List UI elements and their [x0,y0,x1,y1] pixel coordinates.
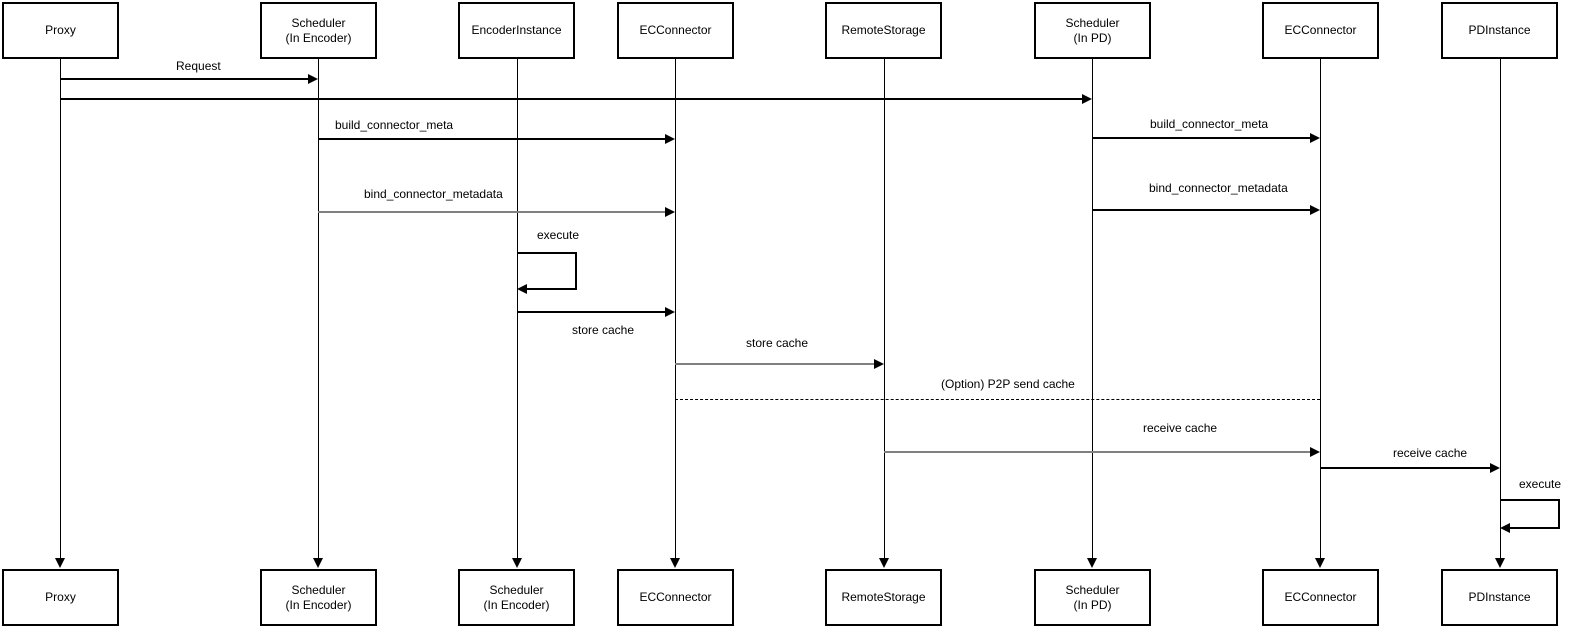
participant-label: RemoteStorage [841,590,926,604]
message-bind-connector-metadata-right-label: bind_connector_metadata [1149,181,1288,195]
lifeline-proxy [60,59,61,558]
participant-box-scheduler-encoder-bottom: Scheduler(In Encoder) [260,569,377,626]
participant-label: EncoderInstance [471,23,562,37]
participant-box-proxy-top: Proxy [2,2,119,59]
participant-label: Scheduler [1065,582,1120,597]
participant-label: ECConnector [639,590,712,604]
message-execute-encoder-loop-bottom [527,288,577,290]
lifeline-ec-connector-2 [1320,59,1321,558]
participant-box-scheduler-pd-bottom: Scheduler(In PD) [1034,569,1151,626]
message-store-cache-2-arrowhead-icon [874,359,884,369]
message-store-cache-1-line [517,311,665,313]
message-build-connector-meta-left-label: build_connector_meta [335,118,454,132]
message-build-connector-meta-left-arrowhead-icon [665,134,675,144]
participant-label: Scheduler [489,582,544,597]
message-execute-pd-arrowhead-icon [1500,523,1510,533]
message-proxy-to-scheduler-pd-arrowhead-icon [1082,94,1092,104]
message-receive-cache-2-label: receive cache [1393,446,1468,460]
message-store-cache-2-line [675,363,874,365]
participant-box-ec-connector-2-top: ECConnector [1262,2,1379,59]
participant-label: ECConnector [639,23,712,37]
participant-label: PDInstance [1468,590,1531,604]
message-request-line [60,78,308,80]
lifeline-arrowhead-scheduler-encoder [313,558,323,568]
participant-box-encoder-instance-top: EncoderInstance [458,2,575,59]
message-build-connector-meta-right-arrowhead-icon [1310,133,1320,143]
message-execute-encoder-loop-right [575,252,577,290]
message-execute-encoder-arrowhead-icon [517,284,527,294]
message-execute-encoder-label: execute [537,228,580,242]
lifeline-arrowhead-proxy [55,558,65,568]
lifeline-arrowhead-ec-connector-1 [670,558,680,568]
message-p2p-send-cache-label: (Option) P2P send cache [941,377,1075,391]
lifeline-arrowhead-encoder-instance [512,558,522,568]
message-proxy-to-scheduler-pd-line [60,98,1082,100]
message-request-arrowhead-icon [308,74,318,84]
lifeline-arrowhead-pd-instance [1495,558,1505,568]
message-execute-pd-loop-bottom [1510,527,1560,529]
message-execute-pd-label: execute [1519,477,1562,491]
participant-box-pd-instance-bottom: PDInstance [1441,569,1558,626]
participant-box-scheduler-pd-top: Scheduler(In PD) [1034,2,1151,59]
lifeline-arrowhead-remote-storage [879,558,889,568]
participant-label: ECConnector [1284,23,1357,37]
message-bind-connector-metadata-right-arrowhead-icon [1310,205,1320,215]
message-execute-encoder-loop-top [517,252,577,254]
message-store-cache-2-label: store cache [746,336,809,350]
message-p2p-send-cache-line [675,399,1320,400]
participant-box-remote-storage-bottom: RemoteStorage [825,569,942,626]
participant-box-encoder-instance-bottom: Scheduler(In Encoder) [458,569,575,626]
participant-label: Scheduler [1065,15,1120,30]
message-build-connector-meta-right-line [1092,137,1310,139]
participant-label: Proxy [45,590,76,604]
message-bind-connector-metadata-left-label: bind_connector_metadata [364,187,503,201]
participant-box-remote-storage-top: RemoteStorage [825,2,942,59]
participant-label: PDInstance [1468,23,1531,37]
participant-label: Proxy [45,23,76,37]
lifeline-pd-instance [1500,59,1501,558]
participant-label: Scheduler [291,582,346,597]
message-receive-cache-2-arrowhead-icon [1490,463,1500,473]
participant-box-scheduler-encoder-top: Scheduler(In Encoder) [260,2,377,59]
message-receive-cache-1-label: receive cache [1143,421,1218,435]
participant-label: ECConnector [1284,590,1357,604]
lifeline-arrowhead-scheduler-pd [1087,558,1097,568]
message-store-cache-1-label: store cache [572,323,635,337]
lifeline-scheduler-pd [1092,59,1093,558]
message-bind-connector-metadata-left-line [318,211,665,213]
participant-box-proxy-bottom: Proxy [2,569,119,626]
lifeline-ec-connector-1 [675,59,676,558]
message-build-connector-meta-left-line [318,138,665,140]
message-receive-cache-1-line [884,451,1310,453]
lifeline-encoder-instance [517,59,518,558]
participant-label: Scheduler [291,15,346,30]
message-bind-connector-metadata-left-arrowhead-icon [665,207,675,217]
lifeline-remote-storage [884,59,885,558]
message-request-label: Request [176,59,221,73]
participant-box-ec-connector-2-bottom: ECConnector [1262,569,1379,626]
message-execute-pd-loop-right [1558,499,1560,529]
participant-box-pd-instance-top: PDInstance [1441,2,1558,59]
message-execute-pd-loop-top [1500,499,1560,501]
participant-label: RemoteStorage [841,23,926,37]
participant-box-ec-connector-1-top: ECConnector [617,2,734,59]
message-receive-cache-1-arrowhead-icon [1310,447,1320,457]
message-receive-cache-2-line [1320,467,1490,469]
message-build-connector-meta-right-label: build_connector_meta [1150,117,1269,131]
message-store-cache-1-arrowhead-icon [665,307,675,317]
participant-box-ec-connector-1-bottom: ECConnector [617,569,734,626]
lifeline-scheduler-encoder [318,59,319,558]
message-bind-connector-metadata-right-line [1092,209,1310,211]
lifeline-arrowhead-ec-connector-2 [1315,558,1325,568]
